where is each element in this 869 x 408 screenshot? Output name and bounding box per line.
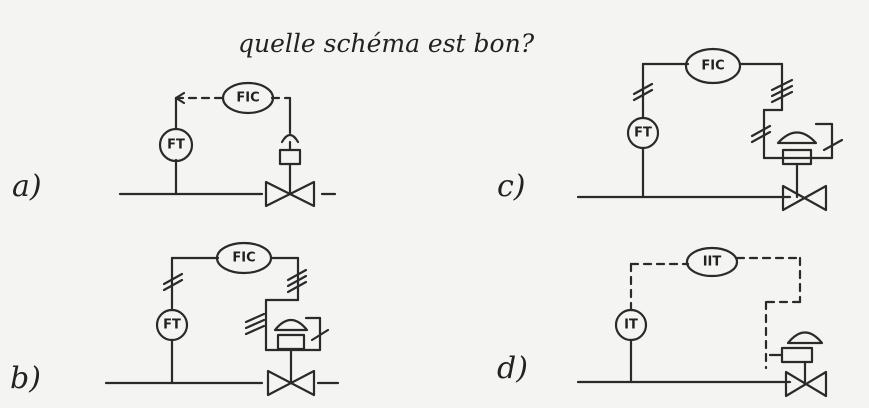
pneumatic-hatch [162,278,184,292]
actuator-icon [280,133,300,144]
actuator-icon [776,131,818,145]
valve-icon [784,370,828,398]
controller-tag: FIC [701,59,724,74]
pneumatic-hatch [770,90,794,104]
pneumatic-hatch [770,84,794,98]
pneumatic-hatch [750,130,772,144]
transmitter-tag: FT [163,318,181,333]
actuator-icon [786,331,824,345]
controller-bubble [685,246,739,278]
actuator-icon [273,318,309,332]
pneumatic-hatch [286,268,308,282]
transmitter-tag: FT [167,138,185,153]
diagram-d-label: d) [497,351,528,386]
arrow-icon [174,91,186,105]
controller-bubble [684,47,742,85]
pneumatic-hatch [822,138,844,152]
valve-icon [266,369,316,397]
positioner-box [278,148,302,166]
diagram-b-label: b) [10,361,41,396]
pneumatic-hatch [632,88,654,102]
pneumatic-hatch [286,274,308,288]
controller-tag: FIC [232,251,255,266]
diagram-c: c) FT FIC [497,47,844,212]
diagram-c-label: c) [497,169,526,204]
valve-icon [264,180,316,208]
pneumatic-hatch [310,328,330,342]
pneumatic-hatch [750,124,772,138]
pneumatic-hatch [286,280,308,294]
pneumatic-hatch [162,272,184,286]
pneumatic-hatch [770,78,794,92]
controller-tag: IIT [703,255,722,270]
pneumatic-hatch [244,312,266,324]
controller-tag: FIC [236,91,259,106]
pneumatic-hatch [244,324,266,336]
page-title: quelle schéma est bon? [238,29,535,58]
diagram-a-label: a) [12,169,42,204]
diagram-a: a) FT FIC [12,81,337,208]
transmitter-tag: FT [634,126,652,141]
transmitter-tag: IT [624,318,638,333]
pneumatic-hatch [632,82,654,96]
diagram-d: d) IT IIT [497,246,828,398]
positioner-box [276,333,306,351]
pneumatic-hatch [244,318,266,330]
positioner-box [780,346,814,364]
diagram-b: b) FT FIC [10,241,340,397]
valve-icon [781,184,828,212]
